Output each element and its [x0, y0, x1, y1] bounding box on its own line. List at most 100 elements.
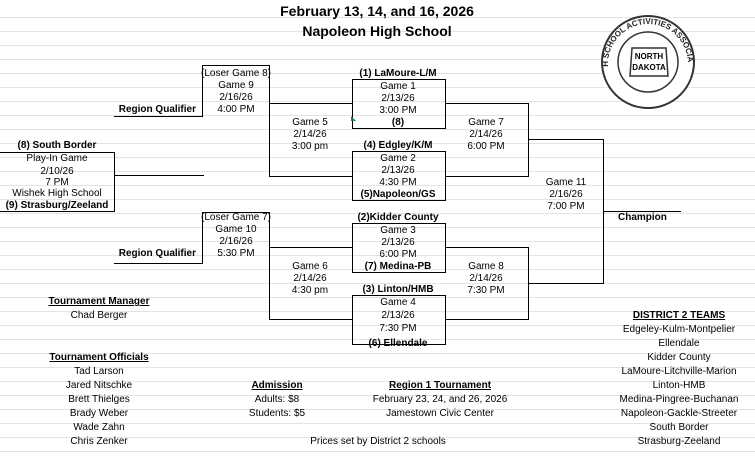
bracket-line [528, 283, 604, 284]
game4-date: 2/13/26 [381, 310, 415, 321]
bracket-line [202, 65, 203, 117]
game3-label: Game 3 [380, 225, 416, 236]
district-team: Napoleon-Gackle-Streeter [620, 408, 738, 419]
game6-date: 2/14/26 [293, 273, 327, 284]
bracket-line [445, 223, 446, 273]
bracket-line [445, 247, 529, 248]
admission-adults: Adults: $8 [254, 394, 300, 405]
bracket-line [114, 116, 203, 117]
bracket-line [269, 319, 353, 320]
game2-time: 4:30 PM [379, 177, 417, 188]
nd-activities-association-logo: HIGH SCHOOL ACTIVITIES ASSOCIATION NORTH… [592, 12, 695, 109]
game7-label: Game 7 [468, 117, 504, 128]
game10-time: 5:30 PM [217, 248, 255, 259]
game10-label: Game 10 [215, 224, 257, 235]
game1-date: 2/13/26 [381, 93, 415, 104]
official-name: Tad Larson [74, 366, 124, 377]
bracket-line [269, 247, 353, 248]
bracket-line [269, 65, 270, 117]
officials-heading: Tournament Officials [49, 352, 149, 363]
bracket-line [269, 103, 353, 104]
admission-heading: Admission [251, 380, 303, 391]
game10-caption: Region Qualifier [118, 248, 196, 259]
host-school: Napoleon High School [302, 23, 452, 39]
admission-students: Students: $5 [248, 408, 306, 419]
district-team: South Border [649, 422, 709, 433]
bracket-line [352, 295, 353, 345]
game4-time: 7:30 PM [379, 323, 417, 334]
bracket-line [445, 295, 446, 345]
game4-team-bottom: (6) Ellendale [368, 338, 428, 349]
region-heading: Region 1 Tournament [388, 380, 492, 391]
logo-dakota: DAKOTA [632, 63, 666, 72]
bracket-line [202, 212, 203, 264]
game1-label: Game 1 [380, 81, 416, 92]
game5-label: Game 5 [292, 117, 328, 128]
game3-team-bottom: (7) Medina-PB [364, 261, 432, 272]
game9-date: 2/16/26 [219, 92, 253, 103]
official-name: Chris Zenker [70, 436, 128, 447]
bracket-line [445, 319, 529, 320]
official-name: Jared Nitschke [65, 380, 133, 391]
game1-team-top: (1) LaMoure-L/M [359, 68, 437, 79]
game3-time: 6:00 PM [379, 249, 417, 260]
bracket-line [445, 151, 446, 201]
play-in-seed-bottom: (9) Strasburg/Zeeland [5, 200, 109, 211]
bracket-line [352, 79, 445, 80]
official-name: Brett Thielges [68, 394, 130, 405]
game2-team-bottom: (5)Napoleon/GS [360, 189, 436, 200]
region-dates: February 23, 24, and 26, 2026 [372, 394, 508, 405]
game9-time: 4:00 PM [217, 104, 255, 115]
bracket-line [528, 139, 604, 140]
bracket-line [603, 211, 681, 212]
official-name: Brady Weber [69, 408, 129, 419]
bracket-line [528, 103, 529, 177]
game8-label: Game 8 [468, 261, 504, 272]
game6-time: 4:30 pm [291, 285, 329, 296]
bracket-line [269, 247, 270, 320]
bracket-line [445, 176, 529, 177]
manager-name: Chad Berger [70, 310, 128, 321]
official-name: Wade Zahn [73, 422, 125, 433]
bracket-line [269, 103, 270, 177]
game4-team-top: (3) Linton/HMB [362, 284, 434, 295]
game8-date: 2/14/26 [469, 273, 503, 284]
bracket-line [352, 128, 445, 129]
game1-time: 3:00 PM [379, 105, 417, 116]
bracket-line [352, 223, 353, 273]
game3-date: 2/13/26 [381, 237, 415, 248]
bracket-line [0, 211, 114, 212]
district-heading: DISTRICT 2 TEAMS [632, 310, 726, 321]
game2-team-top: (4) Edgley/K/M [363, 140, 433, 151]
bracket-line [445, 103, 529, 104]
cell-comment-marker [351, 116, 356, 121]
bracket-line [352, 151, 445, 152]
play-in-seed-top: (8) South Border [17, 140, 97, 151]
game5-date: 2/14/26 [293, 129, 327, 140]
game3-team-top: (2)Kidder County [357, 212, 439, 223]
play-in-date: 2/10/26 [40, 166, 74, 177]
game10-date: 2/16/26 [219, 236, 253, 247]
prices-note: Prices set by District 2 schools [310, 436, 446, 447]
game2-label: Game 2 [380, 153, 416, 164]
game11-date: 2/16/26 [549, 189, 583, 200]
district-team: Edgeley-Kulm-Montpelier [622, 324, 736, 335]
district-team: Medina-Pingree-Buchanan [619, 394, 739, 405]
bracket-line [114, 152, 115, 212]
game2-date: 2/13/26 [381, 165, 415, 176]
state-outline-icon [629, 47, 669, 77]
bracket-line [352, 272, 445, 273]
tournament-dates: February 13, 14, and 16, 2026 [280, 3, 474, 19]
district-team: Strasburg-Zeeland [637, 436, 721, 447]
district-team: Linton-HMB [652, 380, 706, 391]
bracket-line [269, 212, 270, 264]
bracket-line [269, 176, 353, 177]
district-team: Kidder County [647, 352, 711, 363]
bracket-line [352, 79, 353, 129]
bracket-line [202, 212, 270, 213]
bracket-line [352, 344, 445, 345]
game9-label: Game 9 [218, 80, 254, 91]
game5-time: 3:00 pm [291, 141, 329, 152]
bracket-line [352, 223, 445, 224]
game4-label: Game 4 [380, 297, 416, 308]
